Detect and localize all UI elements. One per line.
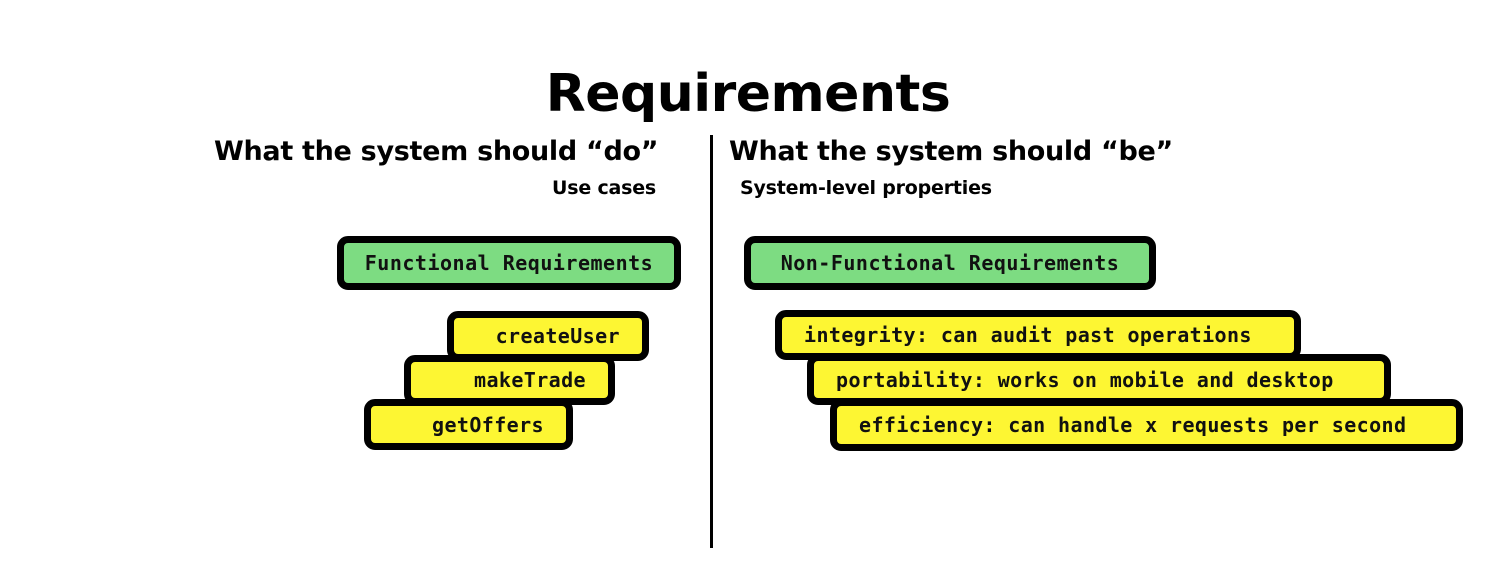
functional-requirements-box[interactable]: Functional Requirements: [337, 236, 681, 290]
column-divider: [710, 135, 713, 548]
use-case-box-createuser[interactable]: createUser: [447, 311, 649, 361]
non-functional-requirements-box[interactable]: Non-Functional Requirements: [744, 236, 1156, 290]
right-column-subheading: System-level properties: [740, 177, 992, 199]
property-box-efficiency[interactable]: efficiency: can handle x requests per se…: [830, 399, 1463, 451]
left-column-subheading: Use cases: [552, 177, 657, 199]
use-case-box-getoffers[interactable]: getOffers: [364, 399, 573, 450]
right-column-heading: What the system should “be”: [729, 136, 1173, 167]
property-box-integrity[interactable]: integrity: can audit past operations: [775, 310, 1301, 360]
use-case-box-maketrade[interactable]: makeTrade: [404, 355, 615, 405]
page-title: Requirements: [545, 64, 951, 124]
property-box-portability[interactable]: portability: works on mobile and desktop: [807, 354, 1391, 405]
left-column-heading: What the system should “do”: [214, 136, 659, 167]
